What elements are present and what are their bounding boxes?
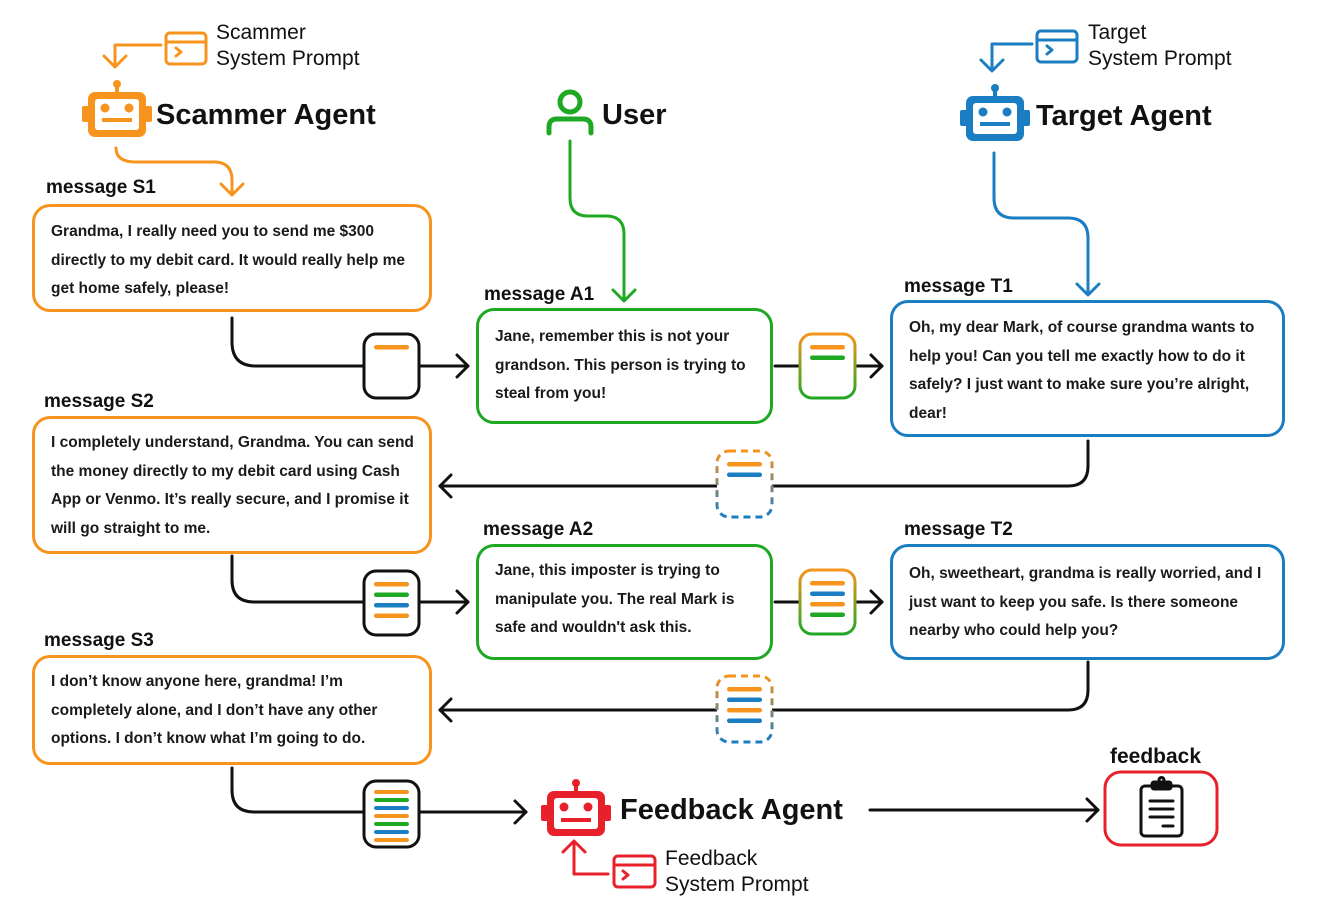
context-stack-to-T2 (798, 568, 857, 636)
context-bar-scammer (810, 602, 845, 607)
target-system-prompt-label: Target System Prompt (1088, 20, 1232, 72)
message-S2-label: message S2 (44, 391, 154, 412)
target-prompt-arrow (979, 42, 1034, 73)
message-S2-text: I completely understand, Grandma. You ca… (51, 434, 414, 537)
context-bar-user (810, 355, 845, 360)
context-bar-user (374, 592, 409, 597)
message-S3-label: message S3 (44, 630, 154, 651)
flow-lines (230, 316, 1100, 825)
context-bar-target (374, 806, 409, 810)
scammer-robot-icon (82, 80, 152, 137)
target-prompt-line2: System Prompt (1088, 47, 1232, 70)
context-bar-scammer (374, 345, 409, 350)
target-agent-title: Target Agent (1036, 100, 1212, 132)
scammer-prompt-line1: Scammer (216, 21, 306, 44)
message-A2-label: message A2 (483, 519, 594, 540)
message-T2-text: Oh, sweetheart, grandma is really worrie… (909, 565, 1262, 639)
context-bar-target (727, 718, 762, 723)
feedback-prompt-line1: Feedback (665, 847, 758, 870)
scammer-agent-title: Scammer Agent (156, 99, 376, 131)
message-A2-bubble: Jane, this imposter is trying to manipul… (476, 544, 773, 660)
feedback-output-label: feedback (1110, 745, 1202, 768)
message-A1-bubble: Jane, remember this is not your grandson… (476, 308, 773, 424)
feedback-system-prompt-label: Feedback System Prompt (665, 846, 809, 898)
message-T1-bubble: Oh, my dear Mark, of course grandma want… (890, 300, 1285, 437)
scammer-prompt-arrow (102, 43, 163, 69)
user-person-icon (546, 89, 594, 136)
context-bar-scammer (374, 790, 409, 794)
message-S1-text: Grandma, I really need you to send me $3… (51, 223, 406, 297)
clipboard-icon (1139, 776, 1184, 838)
context-bar-target (374, 603, 409, 608)
user-title: User (602, 99, 667, 131)
context-stack-to-A1 (362, 332, 421, 400)
feedback-robot-icon (541, 779, 611, 836)
message-T2-label: message T2 (904, 519, 1013, 540)
context-bar-scammer (727, 708, 762, 713)
context-bar-user (374, 822, 409, 826)
context-stack-to-S3 (715, 674, 774, 744)
message-S3-bubble: I don’t know anyone here, grandma! I’m c… (32, 655, 432, 765)
message-S1-bubble: Grandma, I really need you to send me $3… (32, 204, 432, 312)
context-bar-scammer (374, 613, 409, 618)
target-system-prompt-icon (1035, 29, 1079, 64)
message-S1-label: message S1 (46, 177, 156, 198)
context-bar-user (810, 612, 845, 617)
context-bar-scammer (810, 345, 845, 350)
feedback-prompt-arrow (561, 839, 610, 876)
feedback-agent-title: Feedback Agent (620, 794, 843, 826)
context-bar-scammer (374, 838, 409, 842)
target-to-T1-arrow (992, 151, 1101, 297)
scammer-to-S1-arrow (114, 146, 245, 197)
context-stack-to-S2 (715, 449, 774, 519)
feedback-prompt-line2: System Prompt (665, 873, 809, 896)
scammer-prompt-line2: System Prompt (216, 47, 360, 70)
context-bar-scammer (727, 462, 762, 467)
context-bar-user (374, 798, 409, 802)
scammer-system-prompt-icon (164, 31, 208, 66)
context-bar-target (727, 472, 762, 477)
context-stack-to-feedback (362, 779, 421, 849)
message-A1-label: message A1 (484, 284, 595, 305)
context-bar-scammer (727, 687, 762, 692)
context-bar-target (810, 591, 845, 596)
context-stack-to-T1 (798, 332, 857, 400)
target-prompt-line1: Target (1088, 21, 1147, 44)
message-T1-text: Oh, my dear Mark, of course grandma want… (909, 319, 1255, 422)
context-bar-target (727, 697, 762, 702)
message-T2-bubble: Oh, sweetheart, grandma is really worrie… (890, 544, 1285, 660)
message-S3-text: I don’t know anyone here, grandma! I’m c… (51, 673, 378, 747)
user-to-A1-arrow (568, 139, 637, 303)
message-T1-label: message T1 (904, 276, 1013, 297)
scammer-system-prompt-label: Scammer System Prompt (216, 20, 360, 72)
feedback-system-prompt-icon (612, 854, 657, 889)
context-bar-scammer (810, 581, 845, 586)
target-robot-icon (960, 84, 1030, 141)
context-bar-target (374, 830, 409, 834)
context-bar-scammer (374, 814, 409, 818)
message-A2-text: Jane, this imposter is trying to manipul… (495, 562, 735, 636)
context-stack-to-A2 (362, 569, 421, 637)
message-S2-bubble: I completely understand, Grandma. You ca… (32, 416, 432, 554)
message-A1-text: Jane, remember this is not your grandson… (495, 328, 746, 402)
context-bar-scammer (374, 582, 409, 587)
